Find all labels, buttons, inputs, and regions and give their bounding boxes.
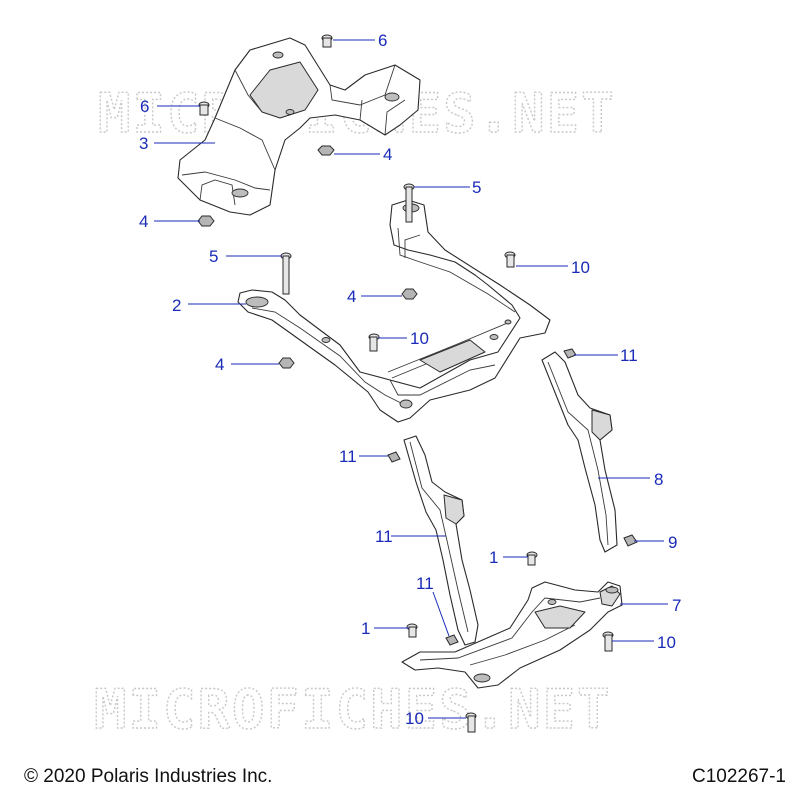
callout-4-center: 4 — [347, 287, 356, 306]
spacer-icon — [387, 451, 401, 463]
long-bolt-icon — [403, 183, 415, 223]
nut-icon — [278, 357, 295, 369]
bolt-icon — [504, 251, 516, 268]
callout-5-right: 5 — [472, 178, 481, 197]
callout-10-center: 10 — [410, 329, 429, 348]
callout-4-lower: 4 — [215, 355, 224, 374]
copyright-text: © 2020 Polaris Industries Inc. — [24, 766, 273, 787]
leader-lines — [154, 39, 668, 719]
callout-10-lower-right: 10 — [657, 633, 676, 652]
bolt-icon — [368, 333, 380, 352]
callout-4-upper-right: 4 — [383, 145, 392, 164]
callout-1-upper: 1 — [489, 548, 498, 567]
part-front-cross-member — [237, 199, 551, 423]
figure-id: C102267-1 — [691, 766, 786, 787]
part-left-rail — [403, 435, 479, 646]
spacer-icon — [623, 534, 638, 547]
bolt-icon — [198, 101, 210, 116]
bolt-icon — [321, 34, 333, 48]
part-rear-cross-member — [401, 581, 623, 689]
callout-10-bottom: 10 — [405, 709, 424, 728]
callout-2: 2 — [172, 296, 181, 315]
callout-labels: 6 6 3 4 4 5 5 10 2 4 10 4 11 8 11 9 11 1… — [139, 31, 681, 728]
callout-3: 3 — [139, 134, 148, 153]
part-right-rail — [541, 351, 618, 553]
callout-6-left: 6 — [140, 97, 149, 116]
spacer-icon — [445, 634, 459, 646]
callout-11-left: 11 — [339, 447, 357, 466]
callout-8: 8 — [654, 470, 663, 489]
callout-6-top: 6 — [378, 31, 387, 50]
bolt-icon — [602, 631, 614, 652]
bolt-icon — [406, 623, 418, 638]
callout-11-right: 9 — [668, 533, 677, 552]
callout-10-upper: 10 — [571, 258, 590, 277]
callout-11-bottom: 11 — [416, 574, 434, 593]
callout-11-top: 11 — [620, 346, 638, 365]
callout-1-lower: 1 — [361, 619, 370, 638]
spacer-icon — [563, 348, 577, 359]
long-bolt-icon — [280, 252, 292, 295]
nut-icon — [197, 215, 215, 227]
callout-7: 7 — [672, 596, 681, 615]
watermark-bottom: MICROFICHES.NET — [94, 678, 612, 741]
callout-4-upper-left: 4 — [139, 212, 148, 231]
bolt-icon — [465, 712, 477, 733]
nut-icon — [401, 288, 418, 300]
bolt-icon — [526, 551, 538, 566]
nut-icon — [317, 145, 335, 156]
callout-9: 11 — [375, 527, 393, 546]
callout-5-left: 5 — [209, 247, 218, 266]
part-upper-mount-bracket — [177, 37, 421, 216]
hardware — [197, 34, 638, 733]
